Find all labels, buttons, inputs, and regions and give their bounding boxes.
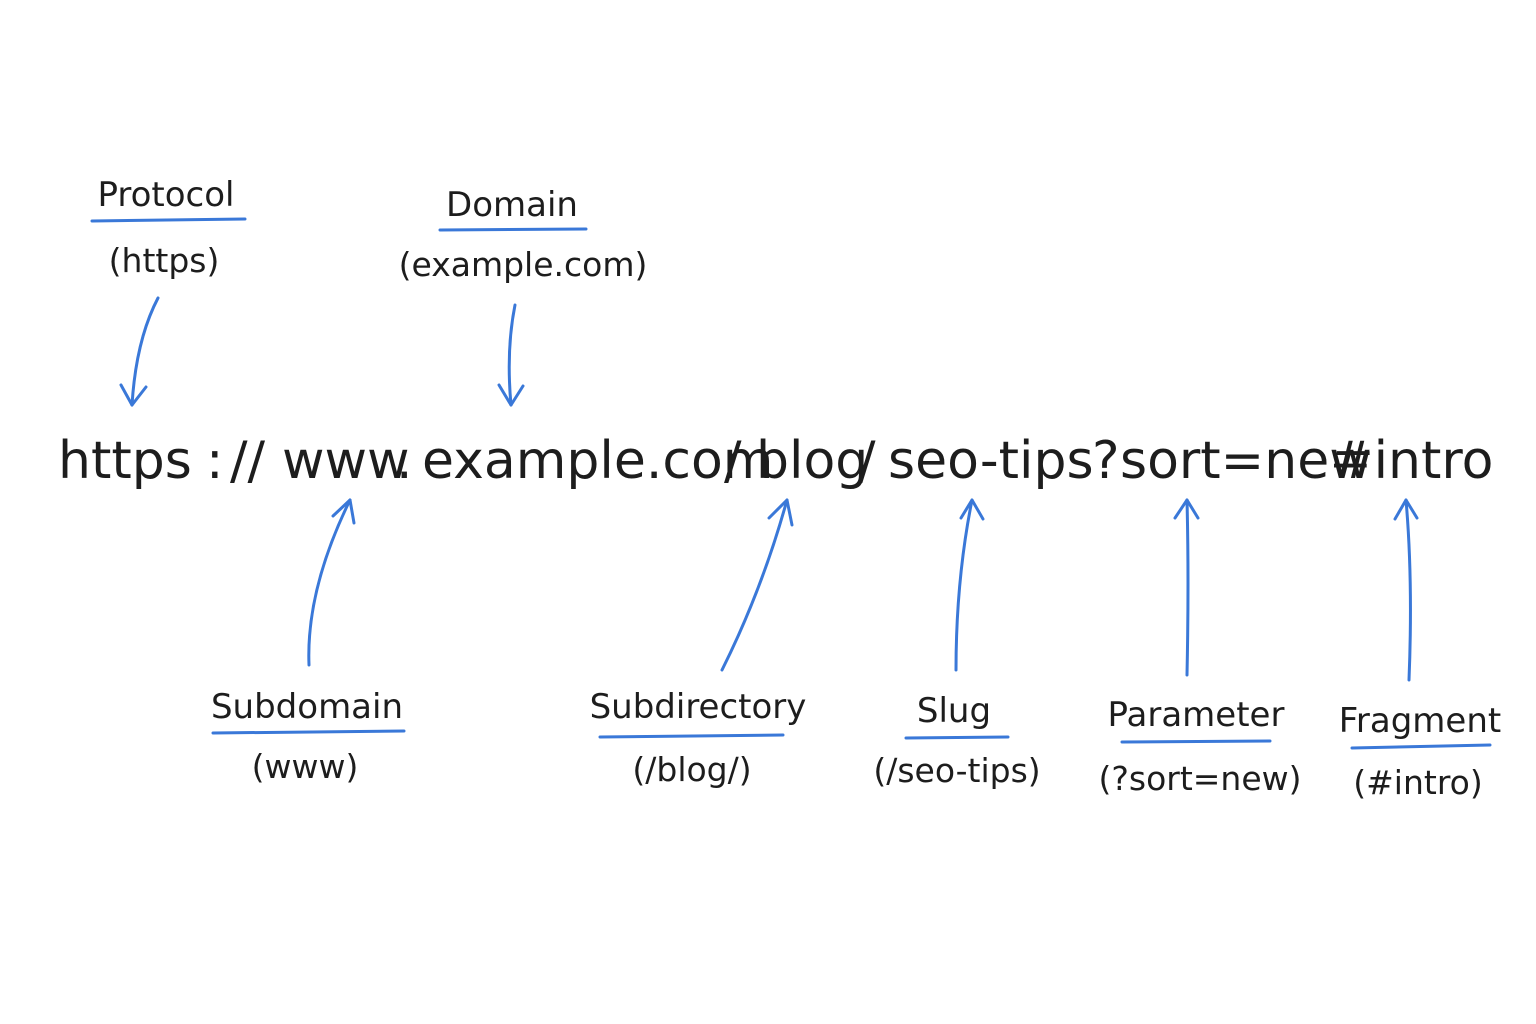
label-domain-value: (example.com) [399, 245, 648, 284]
label-subdirectory: Subdirectory (/blog/) [590, 687, 807, 789]
label-protocol: Protocol (https) [90, 175, 247, 280]
arrow-subdirectory-head [767, 498, 794, 527]
url-parameter: sort=new [1120, 431, 1372, 491]
label-slug-name: Slug [917, 691, 991, 731]
label-domain-underline [438, 227, 588, 232]
arrow-slug-head [959, 498, 985, 521]
label-parameter-name: Parameter [1108, 695, 1285, 735]
arrow-slug [954, 498, 985, 672]
arrow-protocol-head [119, 383, 148, 407]
arrow-subdomain [307, 498, 356, 667]
url-path: blog [756, 431, 868, 491]
url-subdomain: www [282, 431, 410, 491]
url-fragment: #intro [1330, 431, 1493, 491]
arrow-parameter-shaft [1185, 498, 1190, 677]
label-protocol-value: (https) [109, 241, 220, 280]
label-fragment-value: (#intro) [1353, 763, 1482, 802]
url-question-mark: ? [1092, 431, 1120, 491]
label-subdomain-underline [211, 729, 406, 735]
label-slug: Slug (/seo-tips) [873, 691, 1040, 790]
arrow-fragment-shaft [1404, 498, 1412, 682]
arrow-domain-shaft [507, 303, 517, 407]
arrow-parameter [1173, 498, 1200, 677]
label-subdirectory-underline [598, 733, 785, 739]
arrow-fragment-head [1393, 498, 1419, 521]
label-slug-value: (/seo-tips) [873, 751, 1040, 790]
arrow-protocol-shaft [130, 296, 160, 407]
label-parameter: Parameter (?sort=new) [1098, 695, 1301, 798]
url-slug: seo-tips [888, 431, 1094, 491]
label-domain-name: Domain [446, 185, 578, 225]
arrow-subdirectory-shaft [720, 498, 789, 672]
url-line: https : // www . example.com / blog / se… [58, 431, 1493, 491]
label-domain: Domain (example.com) [399, 185, 648, 284]
label-subdomain: Subdomain (www) [211, 687, 406, 786]
label-parameter-value: (?sort=new) [1098, 759, 1301, 798]
arrow-subdomain-shaft [307, 498, 352, 667]
label-subdirectory-value: (/blog/) [632, 750, 751, 789]
label-subdirectory-name: Subdirectory [590, 687, 807, 727]
arrow-fragment [1393, 498, 1419, 682]
url-colon: : [206, 431, 224, 491]
label-fragment: Fragment (#intro) [1339, 701, 1501, 802]
url-dot: . [396, 431, 413, 491]
arrow-protocol [119, 296, 160, 407]
label-fragment-name: Fragment [1339, 701, 1501, 741]
arrow-subdirectory [720, 498, 794, 672]
label-protocol-name: Protocol [97, 175, 234, 215]
arrow-subdomain-head [331, 498, 356, 525]
url-slash-1: / [724, 431, 742, 491]
url-slashes: // [230, 431, 266, 491]
url-domain: example.com [422, 431, 773, 491]
label-protocol-underline [90, 217, 247, 223]
arrow-parameter-head [1173, 498, 1200, 520]
url-slash-2: / [858, 431, 876, 491]
label-subdomain-name: Subdomain [211, 687, 403, 727]
arrow-domain-head [497, 383, 525, 407]
arrow-domain [497, 303, 525, 407]
arrow-slug-shaft [954, 498, 974, 672]
label-slug-underline [904, 735, 1010, 740]
label-fragment-underline [1350, 743, 1492, 750]
url-protocol: https [58, 431, 192, 491]
label-subdomain-value: (www) [252, 747, 359, 786]
label-parameter-underline [1120, 739, 1272, 744]
